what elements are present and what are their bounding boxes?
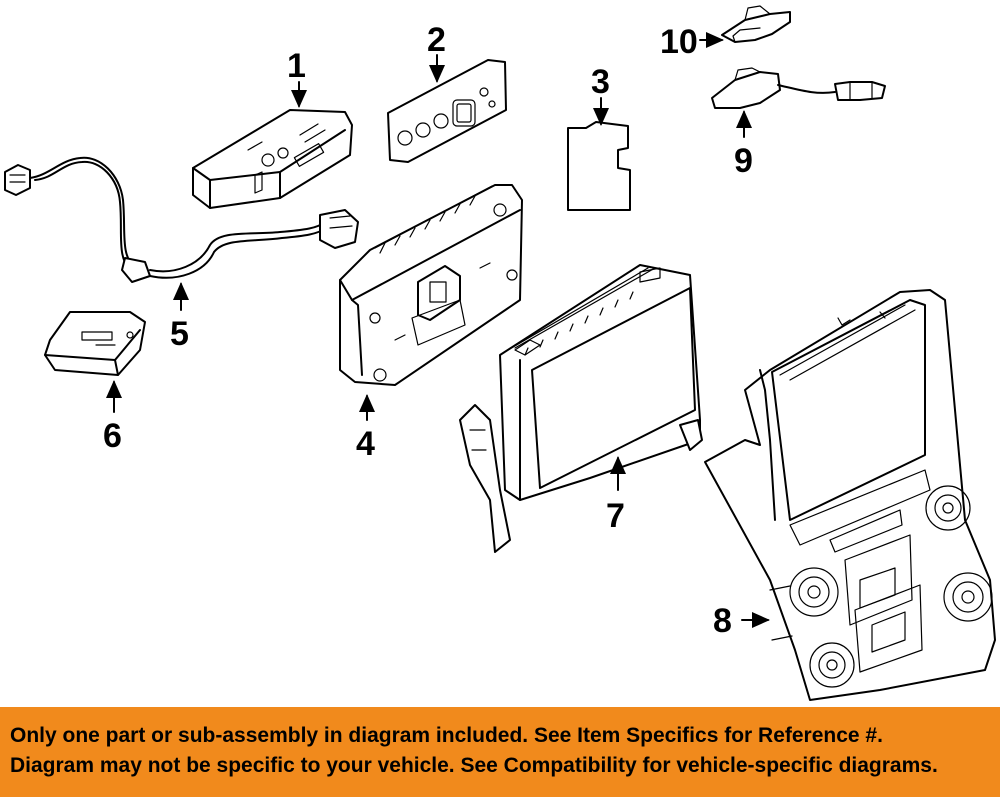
callout-2: 2 [427,21,446,59]
callout-9: 9 [734,142,753,180]
exploded-parts-diagram: 1 2 3 4 5 6 7 8 9 10 [4,5,996,701]
part-10-bracket[interactable] [721,5,791,43]
part-1-module[interactable] [192,109,353,209]
callout-4: 4 [356,425,375,463]
disclaimer-line-1: Only one part or sub-assembly in diagram… [10,724,883,747]
callout-1: 1 [287,47,306,85]
callout-8: 8 [713,602,732,640]
disclaimer-line-2: Diagram may not be specific to your vehi… [10,754,938,777]
part-3-memory-card[interactable] [567,121,631,211]
leader-lines [106,32,770,628]
callout-10: 10 [660,23,698,61]
part-7-display[interactable] [459,264,703,553]
callout-6: 6 [103,417,122,455]
part-8-bezel[interactable] [704,289,996,701]
callout-7: 7 [606,497,625,535]
part-9-sensor[interactable] [711,67,886,109]
callout-labels: 1 2 3 4 5 6 7 8 9 10 [103,21,753,640]
part-6-module[interactable] [44,311,146,376]
part-2-faceplate[interactable] [387,59,507,163]
part-4-chassis[interactable] [339,184,523,386]
disclaimer-banner: Only one part or sub-assembly in diagram… [0,707,1000,797]
callout-3: 3 [591,63,610,101]
part-5-harness[interactable] [4,156,359,283]
callout-5: 5 [170,315,189,353]
